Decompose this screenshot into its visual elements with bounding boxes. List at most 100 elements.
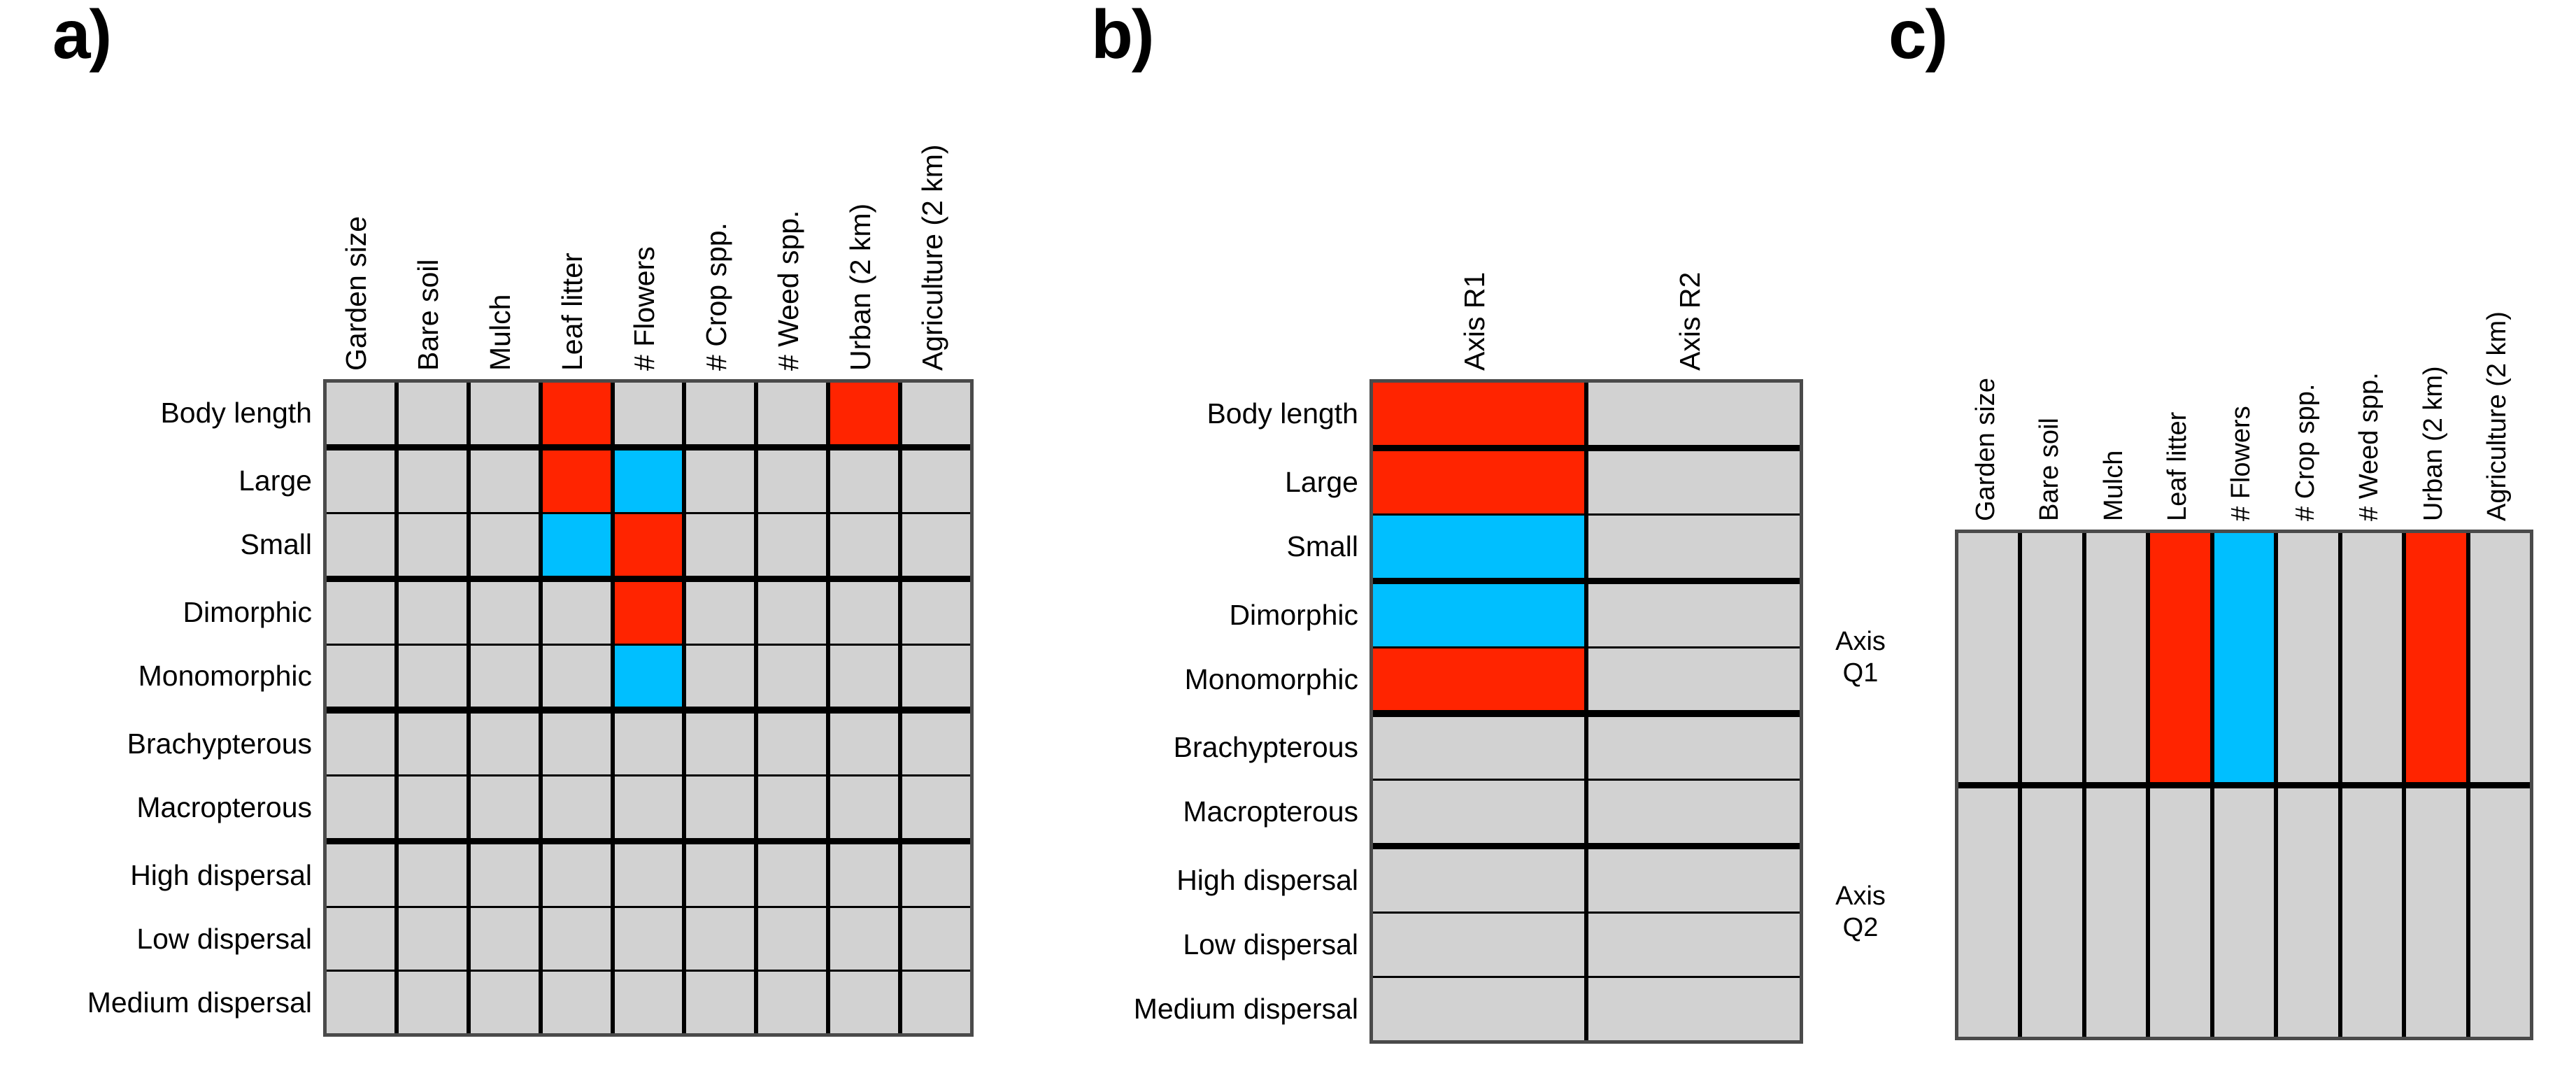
row-label: Body length: [160, 397, 312, 430]
column-label: Garden size: [340, 215, 373, 371]
heatmap-cell: [614, 383, 683, 444]
heatmap-cell: [2470, 788, 2530, 1037]
row-label: Dimorphic: [183, 596, 312, 629]
column-label-slot: Garden size: [327, 59, 394, 371]
row-label-slot: Large: [1058, 451, 1358, 513]
heatmap-cell: [1373, 383, 1584, 445]
column-label: Leaf litter: [2163, 411, 2193, 521]
column-label: # Flowers: [627, 246, 660, 371]
heatmap-cell: [686, 972, 755, 1033]
heatmap-cell: [902, 513, 970, 576]
heatmap-cell: [2086, 533, 2147, 782]
heatmap-cell: [902, 908, 970, 970]
heatmap-cell: [2214, 533, 2275, 782]
heatmap-cell: [2022, 788, 2082, 1037]
heatmap-cell: [902, 581, 970, 644]
column-label: # Crop spp.: [699, 222, 732, 371]
column-label: Agriculture (2 km): [2482, 311, 2512, 521]
heatmap-cell: [614, 713, 683, 775]
heatmap-cell: [470, 645, 539, 707]
heatmap-cell: [542, 844, 611, 907]
panel-a-letter: a): [52, 0, 112, 73]
heatmap-cell: [1373, 978, 1584, 1040]
heatmap-cell: [327, 908, 394, 970]
heatmap-cell: [327, 513, 394, 576]
heatmap-cell: [830, 383, 899, 444]
row-label: Small: [240, 528, 312, 561]
row-label: Large: [1285, 465, 1358, 498]
column-label: Garden size: [1970, 378, 2000, 521]
row-label-slot: Body length: [32, 383, 312, 444]
heatmap-cell: [470, 844, 539, 907]
row-label: Macropterous: [136, 790, 312, 823]
column-label-slot: Urban (2 km): [830, 59, 898, 371]
heatmap-cell: [830, 581, 899, 644]
row-label-slot: Low dispersal: [1058, 914, 1358, 976]
heatmap-cell: [1588, 716, 1800, 779]
heatmap-cell: [830, 713, 899, 775]
column-label-slot: Agriculture (2 km): [902, 59, 970, 371]
heatmap-cell: [398, 908, 467, 970]
column-label: Urban (2 km): [2418, 366, 2448, 521]
column-label: Bare soil: [412, 259, 445, 371]
row-label-slot: Small: [32, 514, 312, 576]
row-label-slot: Low dispersal: [32, 908, 312, 970]
heatmap-cell: [902, 844, 970, 907]
heatmap-cell: [470, 383, 539, 444]
heatmap-cell: [327, 713, 394, 775]
heatmap-cell: [686, 581, 755, 644]
heatmap-cell: [327, 844, 394, 907]
heatmap-cell: [542, 383, 611, 444]
heatmap-cell: [2086, 788, 2147, 1037]
row-label-slot: Medium dispersal: [32, 972, 312, 1033]
heatmap-cell: [2150, 533, 2210, 782]
heatmap-cell: [1373, 781, 1584, 844]
heatmap-cell: [470, 450, 539, 512]
heatmap-cell: [686, 383, 755, 444]
column-label-slot: Urban (2 km): [2406, 210, 2465, 521]
heatmap-cell: [327, 450, 394, 512]
row-label: Low dispersal: [136, 922, 312, 955]
column-label: Leaf litter: [556, 253, 589, 371]
heatmap-cell: [1588, 583, 1800, 646]
heatmap-cell: [614, 513, 683, 576]
heatmap-cell: [758, 645, 827, 707]
column-label: # Flowers: [2226, 406, 2256, 521]
column-label-slot: Bare soil: [2022, 210, 2082, 521]
heatmap-cell: [542, 513, 611, 576]
heatmap-cell: [614, 844, 683, 907]
row-label-slot: Brachypterous: [1058, 717, 1358, 779]
row-label-slot: Brachypterous: [32, 714, 312, 775]
heatmap-cell: [470, 581, 539, 644]
heatmap-cell: [686, 844, 755, 907]
row-label-slot: Dimorphic: [1058, 584, 1358, 646]
heatmap-cell: [327, 645, 394, 707]
heatmap-cell: [1588, 648, 1800, 711]
panel-c-letter: c): [1888, 0, 1948, 73]
heatmap-cell: [542, 713, 611, 775]
heatmap-cell: [614, 581, 683, 644]
heatmap-cell: [398, 645, 467, 707]
panel-a-heatmap-grid: [323, 379, 974, 1037]
heatmap-cell: [398, 383, 467, 444]
heatmap-cell: [398, 581, 467, 644]
heatmap-cell: [2150, 788, 2210, 1037]
heatmap-cell: [902, 450, 970, 512]
row-label-slot: Large: [32, 451, 312, 512]
heatmap-cell: [1588, 849, 1800, 912]
heatmap-cell: [686, 645, 755, 707]
heatmap-cell: [398, 513, 467, 576]
row-label: Brachypterous: [127, 727, 312, 760]
row-label-slot: Small: [1058, 516, 1358, 578]
column-label: Urban (2 km): [844, 203, 876, 371]
heatmap-cell: [614, 908, 683, 970]
row-label: Medium dispersal: [87, 986, 312, 1019]
column-label-slot: # Flowers: [615, 59, 683, 371]
heatmap-cell: [830, 513, 899, 576]
column-label-slot: Leaf litter: [2150, 210, 2209, 521]
column-label: Mulch: [2098, 450, 2128, 521]
heatmap-cell: [2342, 533, 2403, 782]
